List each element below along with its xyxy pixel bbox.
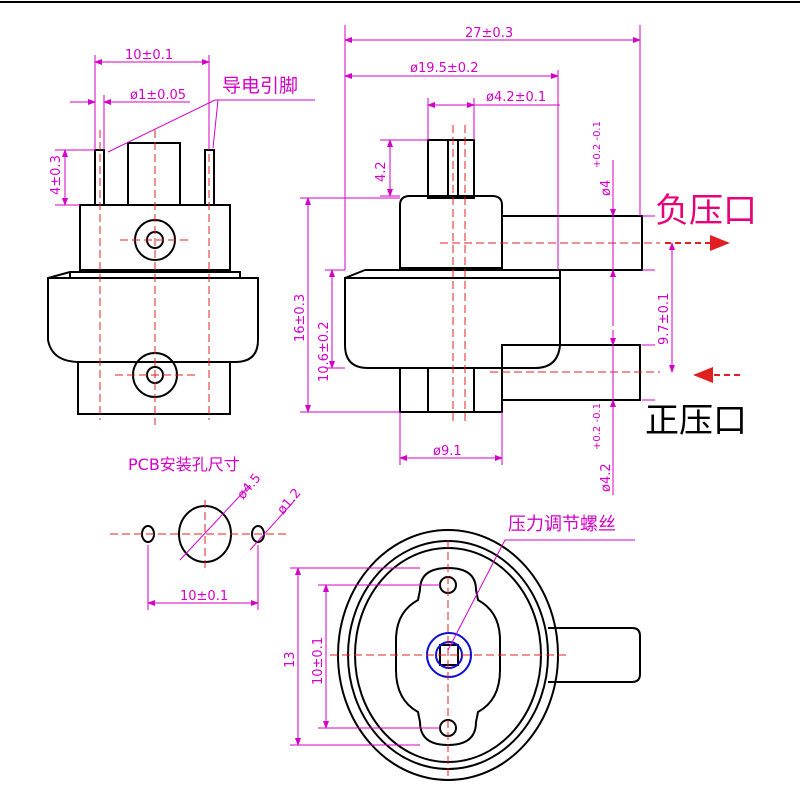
pcb-title: PCB安装孔尺寸 — [128, 455, 240, 474]
dim-tube-bottom-diameter: ø4.2 — [599, 463, 614, 492]
dim-tube-bottom-tol: +0.2 -0.1 — [592, 403, 603, 450]
dim-overall-height: 16±0.3 — [293, 294, 308, 342]
dim-bottom-inner: 10±0.1 — [311, 637, 326, 685]
pcb-hole-view: PCB安装孔尺寸 ø4.5 ø1.2 10±0.1 — [110, 455, 304, 610]
front-view — [47, 142, 259, 415]
dim-base-diameter: ø9.1 — [433, 444, 462, 459]
dim-pcb-spacing: 10±0.1 — [180, 589, 228, 604]
dim-knob-height: 4.2 — [374, 161, 389, 182]
dim-hole-small: ø1.2 — [275, 486, 305, 518]
dim-bottom-height: 13 — [283, 651, 298, 668]
dim-tube-top-tol: +0.2 -0.1 — [592, 121, 603, 168]
dim-body-height: 10.6±0.2 — [317, 321, 332, 382]
dim-knob-diameter: ø4.2±0.1 — [486, 90, 546, 105]
dim-pin-height: 4±0.3 — [49, 155, 64, 195]
dim-overall-width: 27±0.3 — [465, 26, 513, 41]
dim-pin-diameter: ø1±0.05 — [130, 88, 186, 103]
negative-port-label: 负压口 — [655, 191, 757, 231]
pin-label: 导电引脚 — [222, 75, 298, 97]
positive-port-label: 正压口 — [645, 401, 747, 441]
dim-port-spacing: 9.7±0.1 — [657, 293, 672, 345]
screw-label: 压力调节螺丝 — [508, 514, 616, 535]
dim-hole-large: ø4.5 — [235, 471, 265, 503]
dim-tube-top-diameter: ø4 — [599, 180, 614, 196]
dim-pin-spacing: 10±0.1 — [125, 48, 173, 63]
dim-body-diameter: ø19.5±0.2 — [410, 61, 478, 76]
